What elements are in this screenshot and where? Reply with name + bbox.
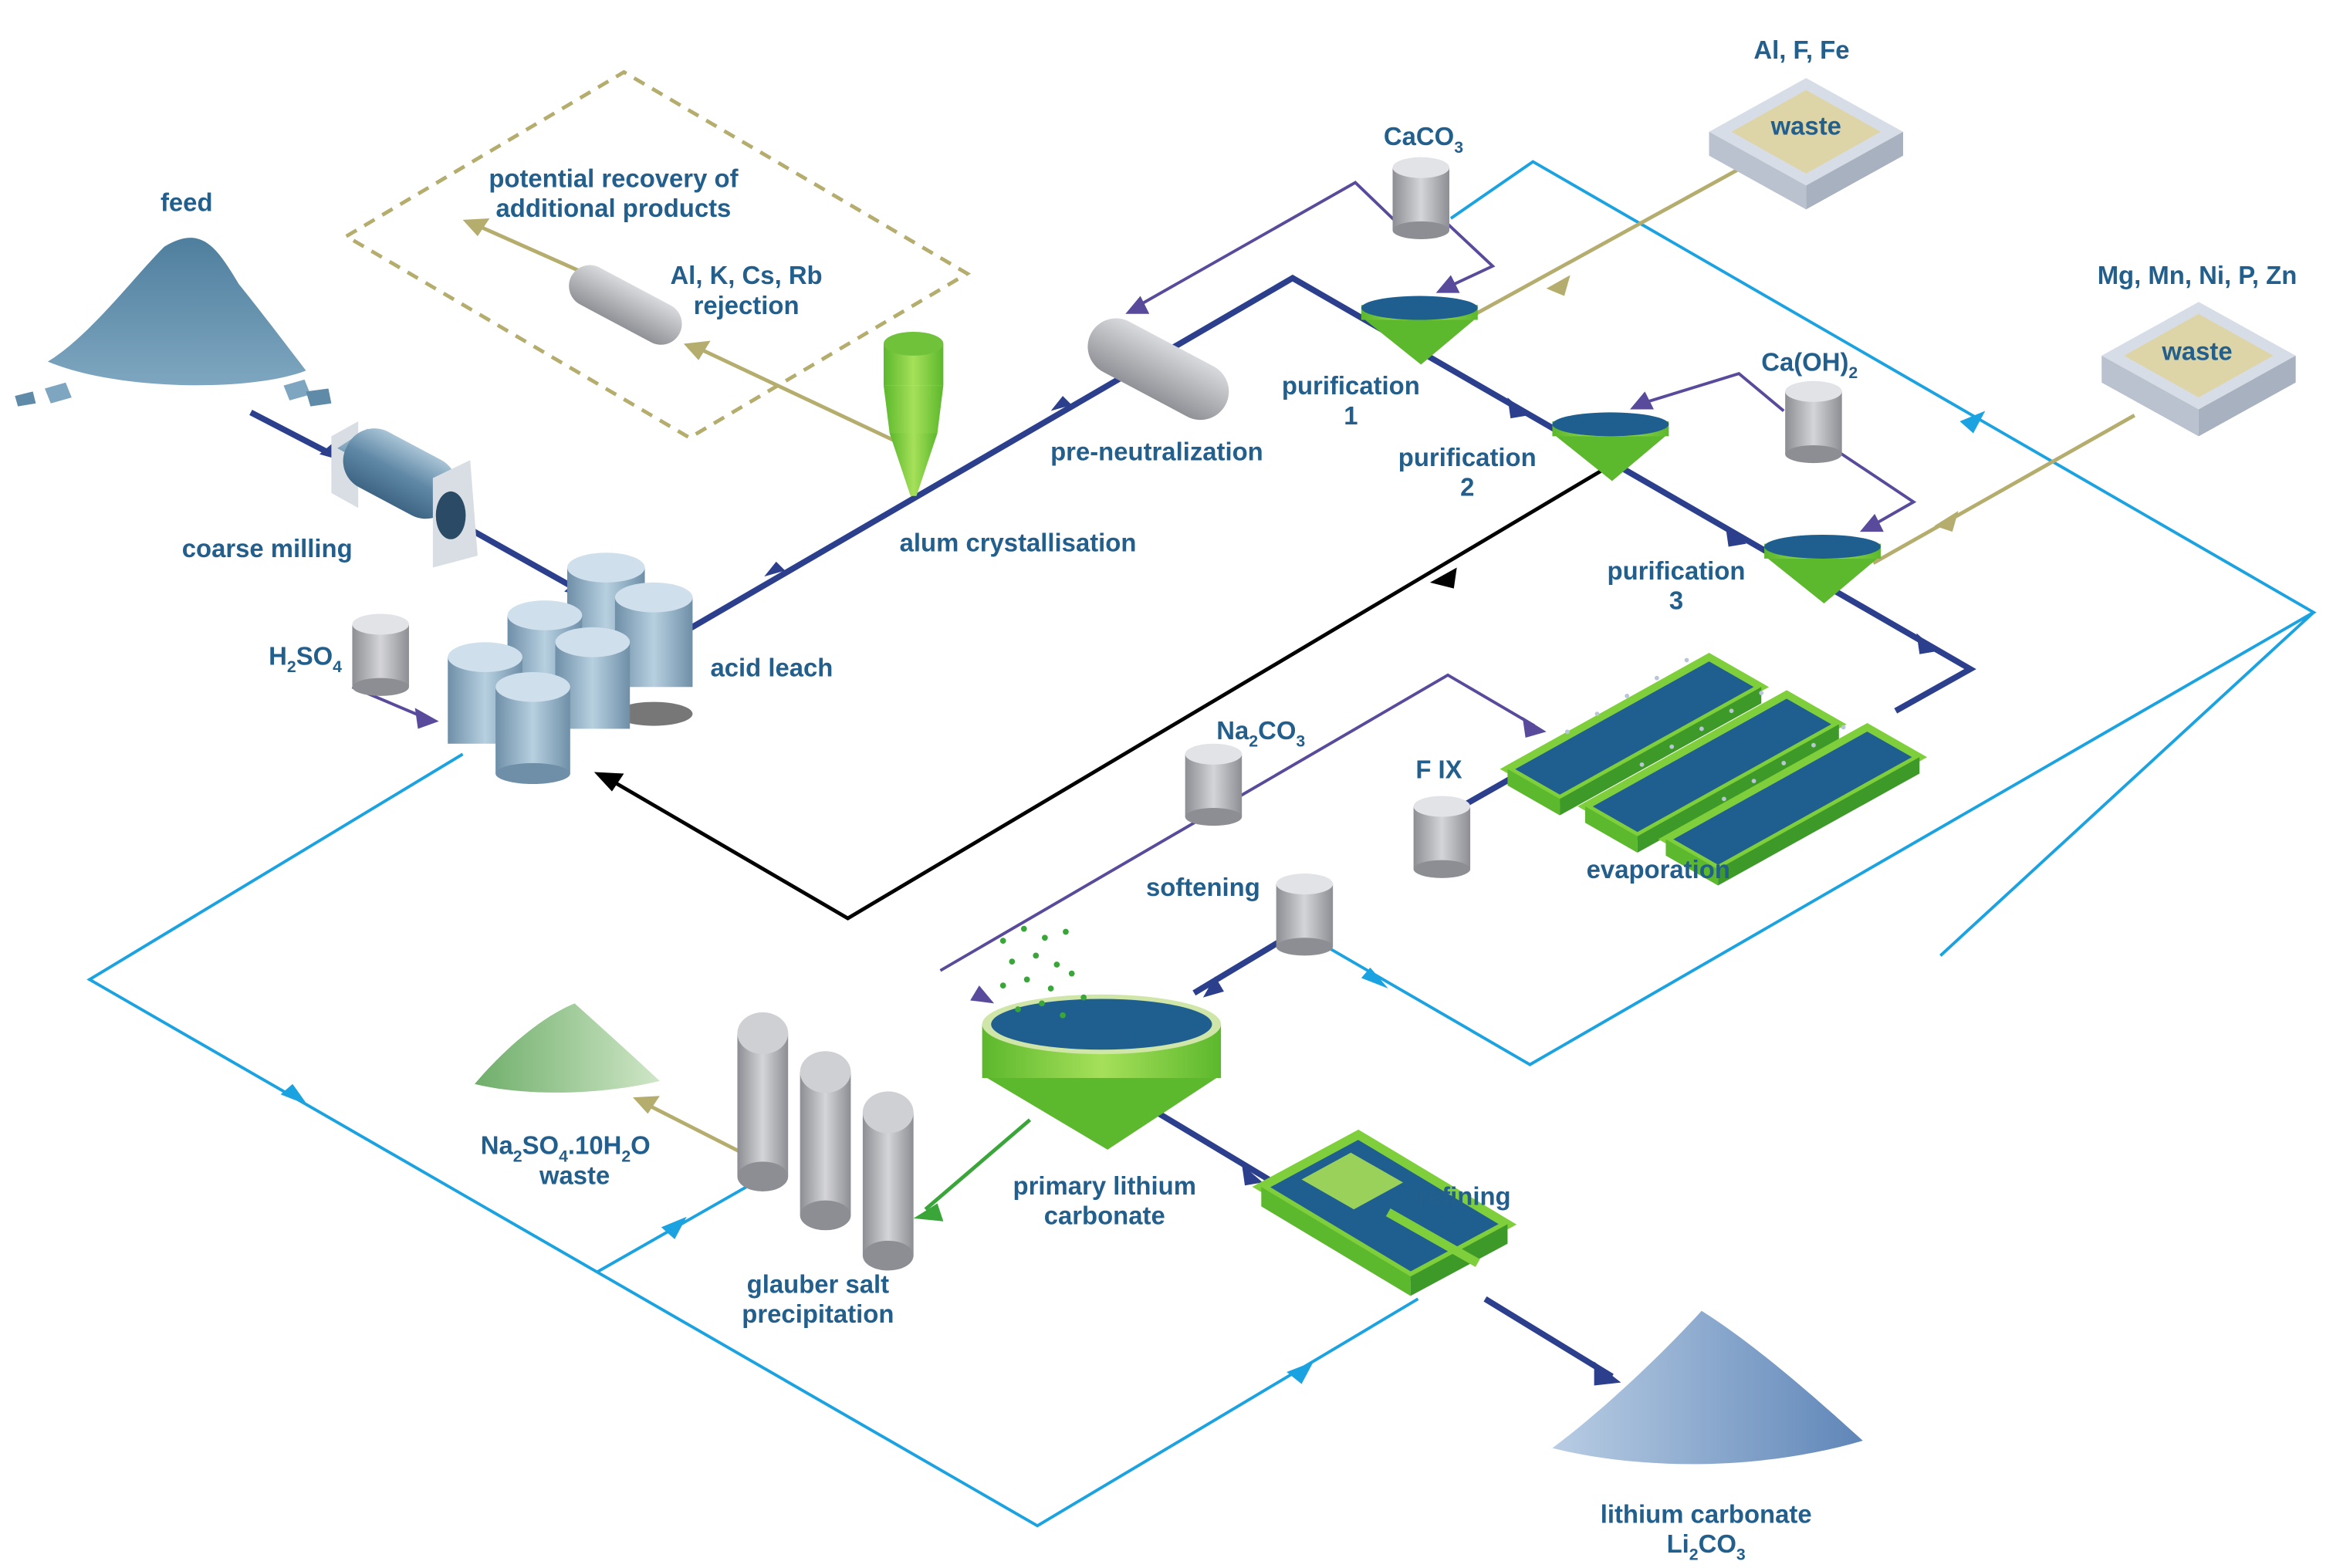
purification-1-label-line1: purification bbox=[1282, 371, 1420, 400]
lithium-carbonate-pile bbox=[1552, 1310, 1863, 1465]
h2so4-drum bbox=[352, 613, 409, 696]
feed-label: feed bbox=[161, 188, 213, 216]
caco3-drum bbox=[1392, 157, 1450, 240]
purification-2-clarifier bbox=[1552, 412, 1669, 482]
acid-leach-label: acid leach bbox=[710, 654, 833, 682]
primary-lithium-carbonate-clarifier bbox=[982, 925, 1222, 1150]
pre-neutralization-label: pre-neutralization bbox=[1050, 437, 1263, 465]
evaporation-ponds bbox=[1500, 653, 1928, 886]
primary-lithium-carbonate-label-line2: carbonate bbox=[1044, 1201, 1165, 1230]
recycle-flow bbox=[604, 468, 1603, 921]
potential-recovery-label-line2: additional products bbox=[495, 194, 731, 222]
glauber-salt-label-line1: glauber salt bbox=[747, 1270, 889, 1299]
waste-right-label: waste bbox=[2161, 337, 2232, 366]
purification-3-label-line2: 3 bbox=[1669, 586, 1683, 615]
purification-2-label-line1: purification bbox=[1398, 443, 1537, 471]
caoh2-drum bbox=[1785, 380, 1842, 464]
glauber-salt-label-line2: precipitation bbox=[742, 1299, 894, 1328]
purification-3-label-line1: purification bbox=[1608, 556, 1746, 585]
purification-1-clarifier bbox=[1361, 296, 1478, 365]
li2co3-formula-label: Li2CO3 bbox=[1667, 1529, 1746, 1564]
softening-label: softening bbox=[1146, 873, 1260, 901]
water-loop-arrows bbox=[280, 411, 1986, 1384]
purification-2-label-line2: 2 bbox=[1460, 473, 1474, 502]
refining-label: refining bbox=[1418, 1181, 1510, 1210]
na2so4-waste-label: waste bbox=[539, 1161, 610, 1189]
rejection-label-line2: rejection bbox=[694, 291, 800, 319]
feed-pile bbox=[15, 238, 332, 407]
rejection-vessel bbox=[569, 265, 682, 345]
evaporation-label: evaporation bbox=[1587, 855, 1730, 884]
na2so4-label: Na2SO4.10H2O bbox=[481, 1131, 651, 1166]
caco3-label: CaCO3 bbox=[1384, 122, 1463, 157]
purification-3-clarifier bbox=[1764, 535, 1881, 603]
alum-crystallisation-label: alum crystallisation bbox=[900, 528, 1137, 556]
acid-leach-tanks bbox=[448, 553, 693, 784]
water-recycle-loop bbox=[86, 160, 2317, 1528]
reagent-flows bbox=[351, 181, 1917, 972]
rejection-label-line1: Al, K, Cs, Rb bbox=[670, 261, 822, 289]
potential-recovery-box bbox=[342, 69, 972, 441]
purification-1-label-line2: 1 bbox=[1344, 401, 1358, 430]
glauber-salt-crystallisers bbox=[737, 1012, 914, 1271]
recycle-arrows bbox=[593, 567, 1457, 792]
pre-neutralization-vessel bbox=[1087, 318, 1229, 421]
na2so4-waste-pile bbox=[475, 1003, 660, 1093]
waste-top-elements-label: Al, F, Fe bbox=[1753, 35, 1849, 64]
refining-unit bbox=[1252, 1129, 1517, 1296]
lithium-carbonate-label: lithium carbonate bbox=[1601, 1499, 1812, 1528]
caoh2-label: Ca(OH)2 bbox=[1761, 347, 1858, 382]
waste-flow-arrows bbox=[462, 218, 1959, 1114]
waste-right-elements-label: Mg, Mn, Ni, P, Zn bbox=[2098, 261, 2297, 289]
h2so4-label: H2SO4 bbox=[269, 641, 342, 676]
na2co3-drum bbox=[1185, 743, 1243, 826]
waste-flow-lines bbox=[474, 167, 2135, 1154]
primary-lithium-carbonate-label-line1: primary lithium bbox=[1013, 1171, 1196, 1200]
coarse-milling-label: coarse milling bbox=[182, 534, 353, 563]
waste-bin-top bbox=[1709, 78, 1903, 210]
f-ix-drum bbox=[1413, 796, 1471, 878]
product-flow-green bbox=[913, 1118, 1032, 1222]
f-ix-label: F IX bbox=[1415, 755, 1462, 783]
waste-bin-right bbox=[2101, 302, 2296, 437]
waste-top-label: waste bbox=[1770, 112, 1841, 140]
reagent-arrows bbox=[414, 275, 1884, 1004]
softening-drum bbox=[1276, 874, 1334, 956]
alum-crystalliser bbox=[883, 331, 944, 496]
potential-recovery-label-line1: potential recovery of bbox=[489, 164, 738, 192]
na2co3-label: Na2CO3 bbox=[1216, 716, 1305, 751]
coarse-mill bbox=[331, 421, 478, 568]
